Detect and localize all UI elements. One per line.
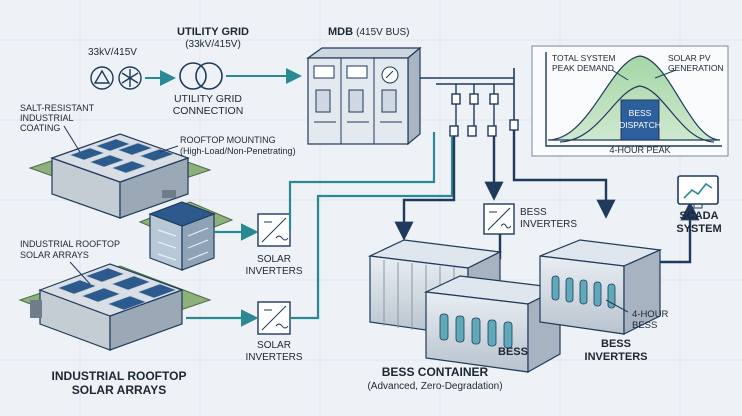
utility-connection-line1: UTILITY GRID [173,93,243,105]
footer-arrays-line1: INDUSTRIAL ROOFTOP [51,369,187,383]
bess-inverters-bottom-line1: BESS [601,338,631,350]
chart-peak-label: 4-HOUR PEAK [609,145,671,155]
solar-feed-lines [186,132,454,327]
coating-label-line2: INDUSTRIAL [20,113,74,123]
scada-line2: SYSTEM [676,223,722,235]
feeder-lines [455,84,495,126]
building-top [28,133,212,219]
mdb-title: MDB (415V BUS) [328,26,409,38]
bess-dispatch-block [620,99,660,141]
bess-inverters-bottom-line2: INVERTERS [584,351,648,363]
arrays-label-line2: SOLAR ARRAYS [20,250,89,260]
bess-label: BESS [498,346,528,358]
utility-grid-subtitle: (33kV/415V) [185,39,241,50]
building-bottom [18,263,212,351]
solar-inverters-top-line2: INVERTERS [245,266,303,277]
mdb-title-main: MDB [328,26,354,38]
bess-container-subtitle: (Advanced, Zero-Degradation) [367,381,503,392]
arrays-label-line1: INDUSTRIAL ROOFTOP [20,239,121,249]
four-hour-bess-line2: BESS [632,320,658,331]
bess-container-title: BESS CONTAINER [381,365,489,379]
solar-inverter-top [257,213,291,247]
solar-inverter-bottom [257,301,291,335]
utility-grid-title: UTILITY GRID [177,26,249,38]
bess-inverters-top-line2: INVERTERS [520,219,578,230]
bess-container-right [539,239,663,335]
mounting-label-line2: (High-Load/Non-Penetrating) [180,146,296,156]
bess-container-middle [423,275,563,374]
coating-label-line1: SALT-RESISTANT [20,103,95,113]
chart-demand-line1: TOTAL SYSTEM [552,53,616,63]
voltage-pair-label: 33kV/415V [88,47,137,58]
bess-inverters-top-line1: BESS [520,207,547,218]
chart-demand-line2: PEAK DEMAND [552,63,614,73]
peak-chart [531,45,729,157]
building-middle [138,201,234,271]
feeder-breakers [449,93,519,137]
mdb-bus-label: (415V BUS) [356,27,410,38]
utility-grid-symbol [90,66,142,90]
solar-inverters-bottom-line1: SOLAR [257,340,291,351]
chart-dispatch-line1: BESS [628,108,652,118]
mounting-label-line1: ROOFTOP MOUNTING [180,135,276,145]
mdb-cabinet [306,46,422,146]
footer-arrays-line2: SOLAR ARRAYS [71,383,167,397]
chart-solar-line1: SOLAR PV [668,53,711,63]
coating-label-line3: COATING [20,123,61,133]
four-hour-bess-line1: 4-HOUR [632,309,669,320]
scada-line1: SCADA [679,210,719,222]
solar-inverters-bottom-line2: INVERTERS [245,352,303,363]
bess-inverter-icon [483,203,515,235]
chart-dispatch-line2: DISPATCH [619,120,661,130]
scada-monitor-icon [677,175,719,209]
solar-inverters-top-line1: SOLAR [257,254,291,265]
utility-connection-line2: CONNECTION [172,105,244,117]
leader-lines [63,125,629,313]
solar-curve [559,85,715,143]
transformer-icon [179,62,223,90]
chart-solar-line2: GENERATION [668,63,724,73]
